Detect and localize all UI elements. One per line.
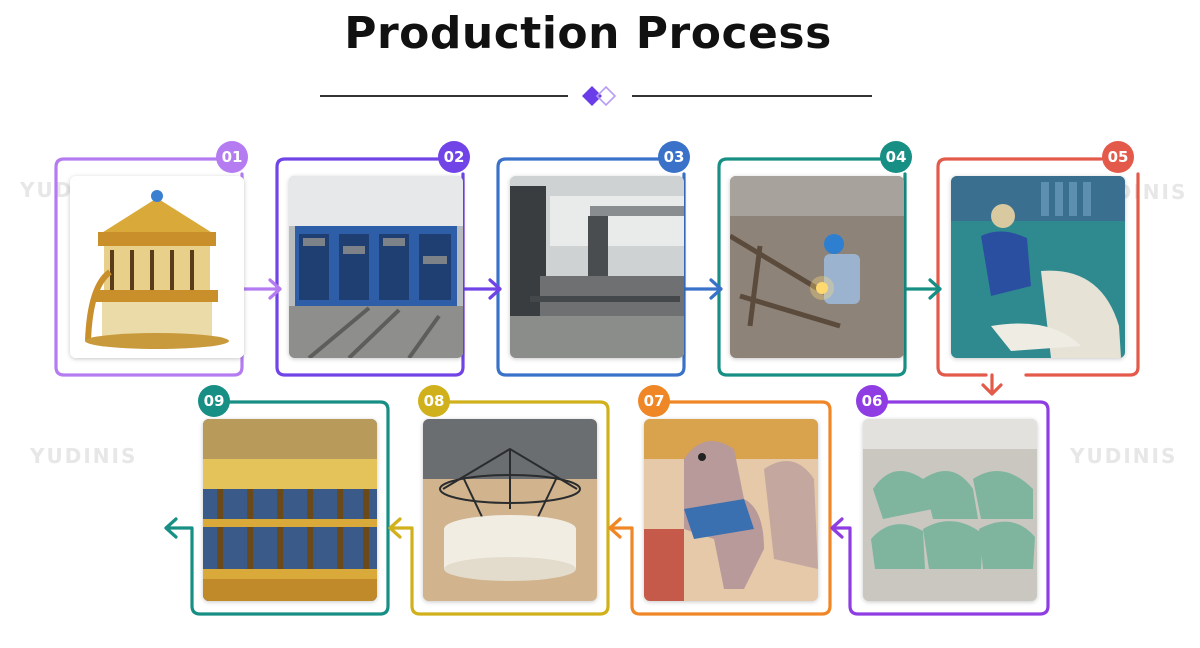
step-01-badge: 01 [216,141,248,173]
step-05-badge: 05 [1102,141,1134,173]
title-divider-left [320,95,568,97]
diamond-ornament-icon [582,85,617,107]
page-title: Production Process [344,8,832,59]
step-08-photo-steel-frame [423,419,597,601]
step-01-frame [54,157,244,377]
step-02-badge: 02 [438,141,470,173]
step-03-frame [496,157,686,377]
arrow-01-02-icon [240,278,282,300]
watermark-mid-left: YUDINIS [30,444,138,468]
arrow-06-07-icon [830,517,852,592]
step-06-frame [848,400,1050,616]
step-03-photo-cutting-machine [510,176,684,358]
step-04-photo-welding [730,176,904,358]
arrow-04-05-icon [903,278,942,300]
step-02-frame [275,157,465,377]
step-01-photo-carousel [70,176,244,358]
arrow-09-exit-icon [164,517,194,592]
step-09-badge: 09 [198,385,230,417]
step-09-photo-finished-carousel [203,419,377,601]
step-04-badge: 04 [880,141,912,173]
step-07-photo-painted-horses [644,419,818,601]
arrow-03-04-icon [682,278,723,300]
step-02-photo-steel-rack [289,176,463,358]
title-divider-right [632,95,872,97]
step-05-photo-fiberglass-worker [951,176,1125,358]
step-08-frame [410,400,610,616]
step-09-frame [190,400,390,616]
step-07-frame [630,400,832,616]
arrow-08-09-icon [388,517,414,592]
step-06-badge: 06 [856,385,888,417]
arrow-07-08-icon [608,517,634,592]
step-04-frame [717,157,907,377]
step-08-badge: 08 [418,385,450,417]
watermark-mid-right: YUDINIS [1070,444,1178,468]
arrow-05-06-icon [981,373,1003,396]
step-07-badge: 07 [638,385,670,417]
step-06-photo-horse-molds [863,419,1037,601]
step-03-badge: 03 [658,141,690,173]
arrow-02-03-icon [461,278,502,300]
step-05-frame [936,157,1140,377]
